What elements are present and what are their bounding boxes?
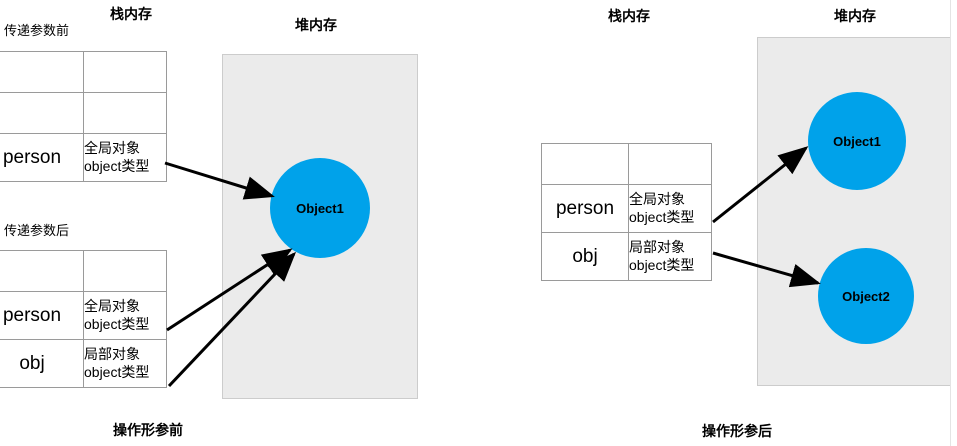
right-heap-object-1: Object1 <box>808 92 906 190</box>
cell-desc <box>83 250 167 292</box>
cell-desc: 局部对象 object类型 <box>628 232 712 281</box>
left-stack-table-after: person 全局对象 object类型 obj 局部对象 object类型 <box>0 250 167 388</box>
cell-desc-line1: 局部对象 <box>84 346 140 362</box>
cell-desc <box>83 92 167 134</box>
right-edge-strip <box>950 0 957 446</box>
cell-desc: 全局对象 object类型 <box>83 291 167 340</box>
left-heap-object-1: Object1 <box>270 158 370 258</box>
cell-name <box>0 51 84 93</box>
table-row: person 全局对象 object类型 <box>0 291 167 340</box>
cell-desc-line1: 全局对象 <box>84 298 140 314</box>
left-after-label: 传递参数后 <box>4 223 70 238</box>
table-row <box>0 92 167 134</box>
cell-name <box>541 143 629 185</box>
cell-name: obj <box>541 232 629 281</box>
cell-name: person <box>0 291 84 340</box>
right-caption: 操作形参后 <box>702 423 772 439</box>
cell-desc-line1: 全局对象 <box>84 140 140 156</box>
right-heap-object-2: Object2 <box>818 248 914 344</box>
cell-desc: 全局对象 object类型 <box>83 133 167 182</box>
table-row: person 全局对象 object类型 <box>0 133 167 182</box>
left-before-label: 传递参数前 <box>4 23 70 38</box>
cell-desc-line2: object类型 <box>629 208 695 225</box>
cell-desc-line2: object类型 <box>84 363 150 380</box>
table-row: obj 局部对象 object类型 <box>0 339 167 388</box>
cell-desc: 全局对象 object类型 <box>628 184 712 233</box>
cell-name: obj <box>0 339 84 388</box>
cell-desc-line1: 局部对象 <box>629 239 685 255</box>
cell-name <box>0 250 84 292</box>
left-stack-table-before: person 全局对象 object类型 <box>0 51 167 182</box>
cell-desc <box>628 143 712 185</box>
right-stack-title: 栈内存 <box>608 8 650 24</box>
left-heap-title: 堆内存 <box>295 17 337 33</box>
table-row: person 全局对象 object类型 <box>541 184 712 233</box>
left-caption: 操作形参前 <box>113 422 183 438</box>
table-row: obj 局部对象 object类型 <box>541 232 712 281</box>
right-heap-object-2-label: Object2 <box>842 288 890 304</box>
right-heap-title: 堆内存 <box>834 8 876 24</box>
cell-desc-line2: object类型 <box>629 256 695 273</box>
cell-desc-line2: object类型 <box>84 315 150 332</box>
cell-desc <box>83 51 167 93</box>
cell-name: person <box>0 133 84 182</box>
left-heap-object-1-label: Object1 <box>296 200 344 216</box>
left-stack-title: 栈内存 <box>110 6 152 22</box>
table-row <box>0 51 167 93</box>
table-row <box>0 250 167 292</box>
cell-name: person <box>541 184 629 233</box>
right-stack-table: person 全局对象 object类型 obj 局部对象 object类型 <box>541 143 712 281</box>
right-heap-object-1-label: Object1 <box>833 133 881 149</box>
cell-desc-line1: 全局对象 <box>629 191 685 207</box>
cell-desc: 局部对象 object类型 <box>83 339 167 388</box>
table-row <box>541 143 712 185</box>
cell-desc-line2: object类型 <box>84 157 150 174</box>
cell-name <box>0 92 84 134</box>
